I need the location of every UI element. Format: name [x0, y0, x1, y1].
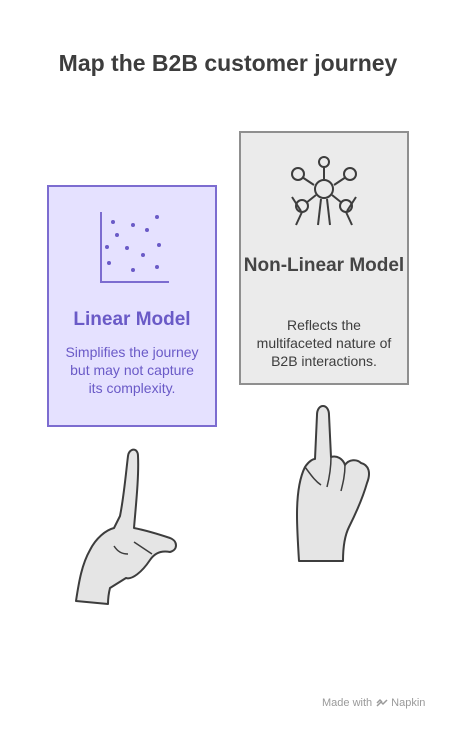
scatter-plot-icon: [100, 212, 169, 283]
nonlinear-model-card: Non-Linear Model Reflects the multifacet…: [239, 131, 409, 385]
page-title: Map the B2B customer journey: [58, 50, 398, 76]
linear-model-description: Simplifies the journey but may not captu…: [65, 344, 199, 396]
napkin-brand-label: Napkin: [391, 697, 426, 709]
network-molecule-icon: [291, 156, 357, 226]
nonlinear-model-description: Reflects the multifaceted nature of B2B …: [256, 317, 392, 369]
right-pointing-hand-icon: [296, 405, 370, 562]
napkin-watermark: Made with Napkin: [322, 697, 425, 709]
napkin-logo-icon: [376, 698, 388, 707]
napkin-brand: Napkin: [376, 697, 425, 709]
made-with-label: Made with: [322, 697, 373, 709]
linear-model-title: Linear Model: [73, 309, 191, 330]
linear-model-card: Linear Model Simplifies the journey but …: [47, 185, 217, 427]
nonlinear-model-title: Non-Linear Model: [243, 255, 405, 276]
left-pointing-hand-icon: [75, 448, 177, 605]
